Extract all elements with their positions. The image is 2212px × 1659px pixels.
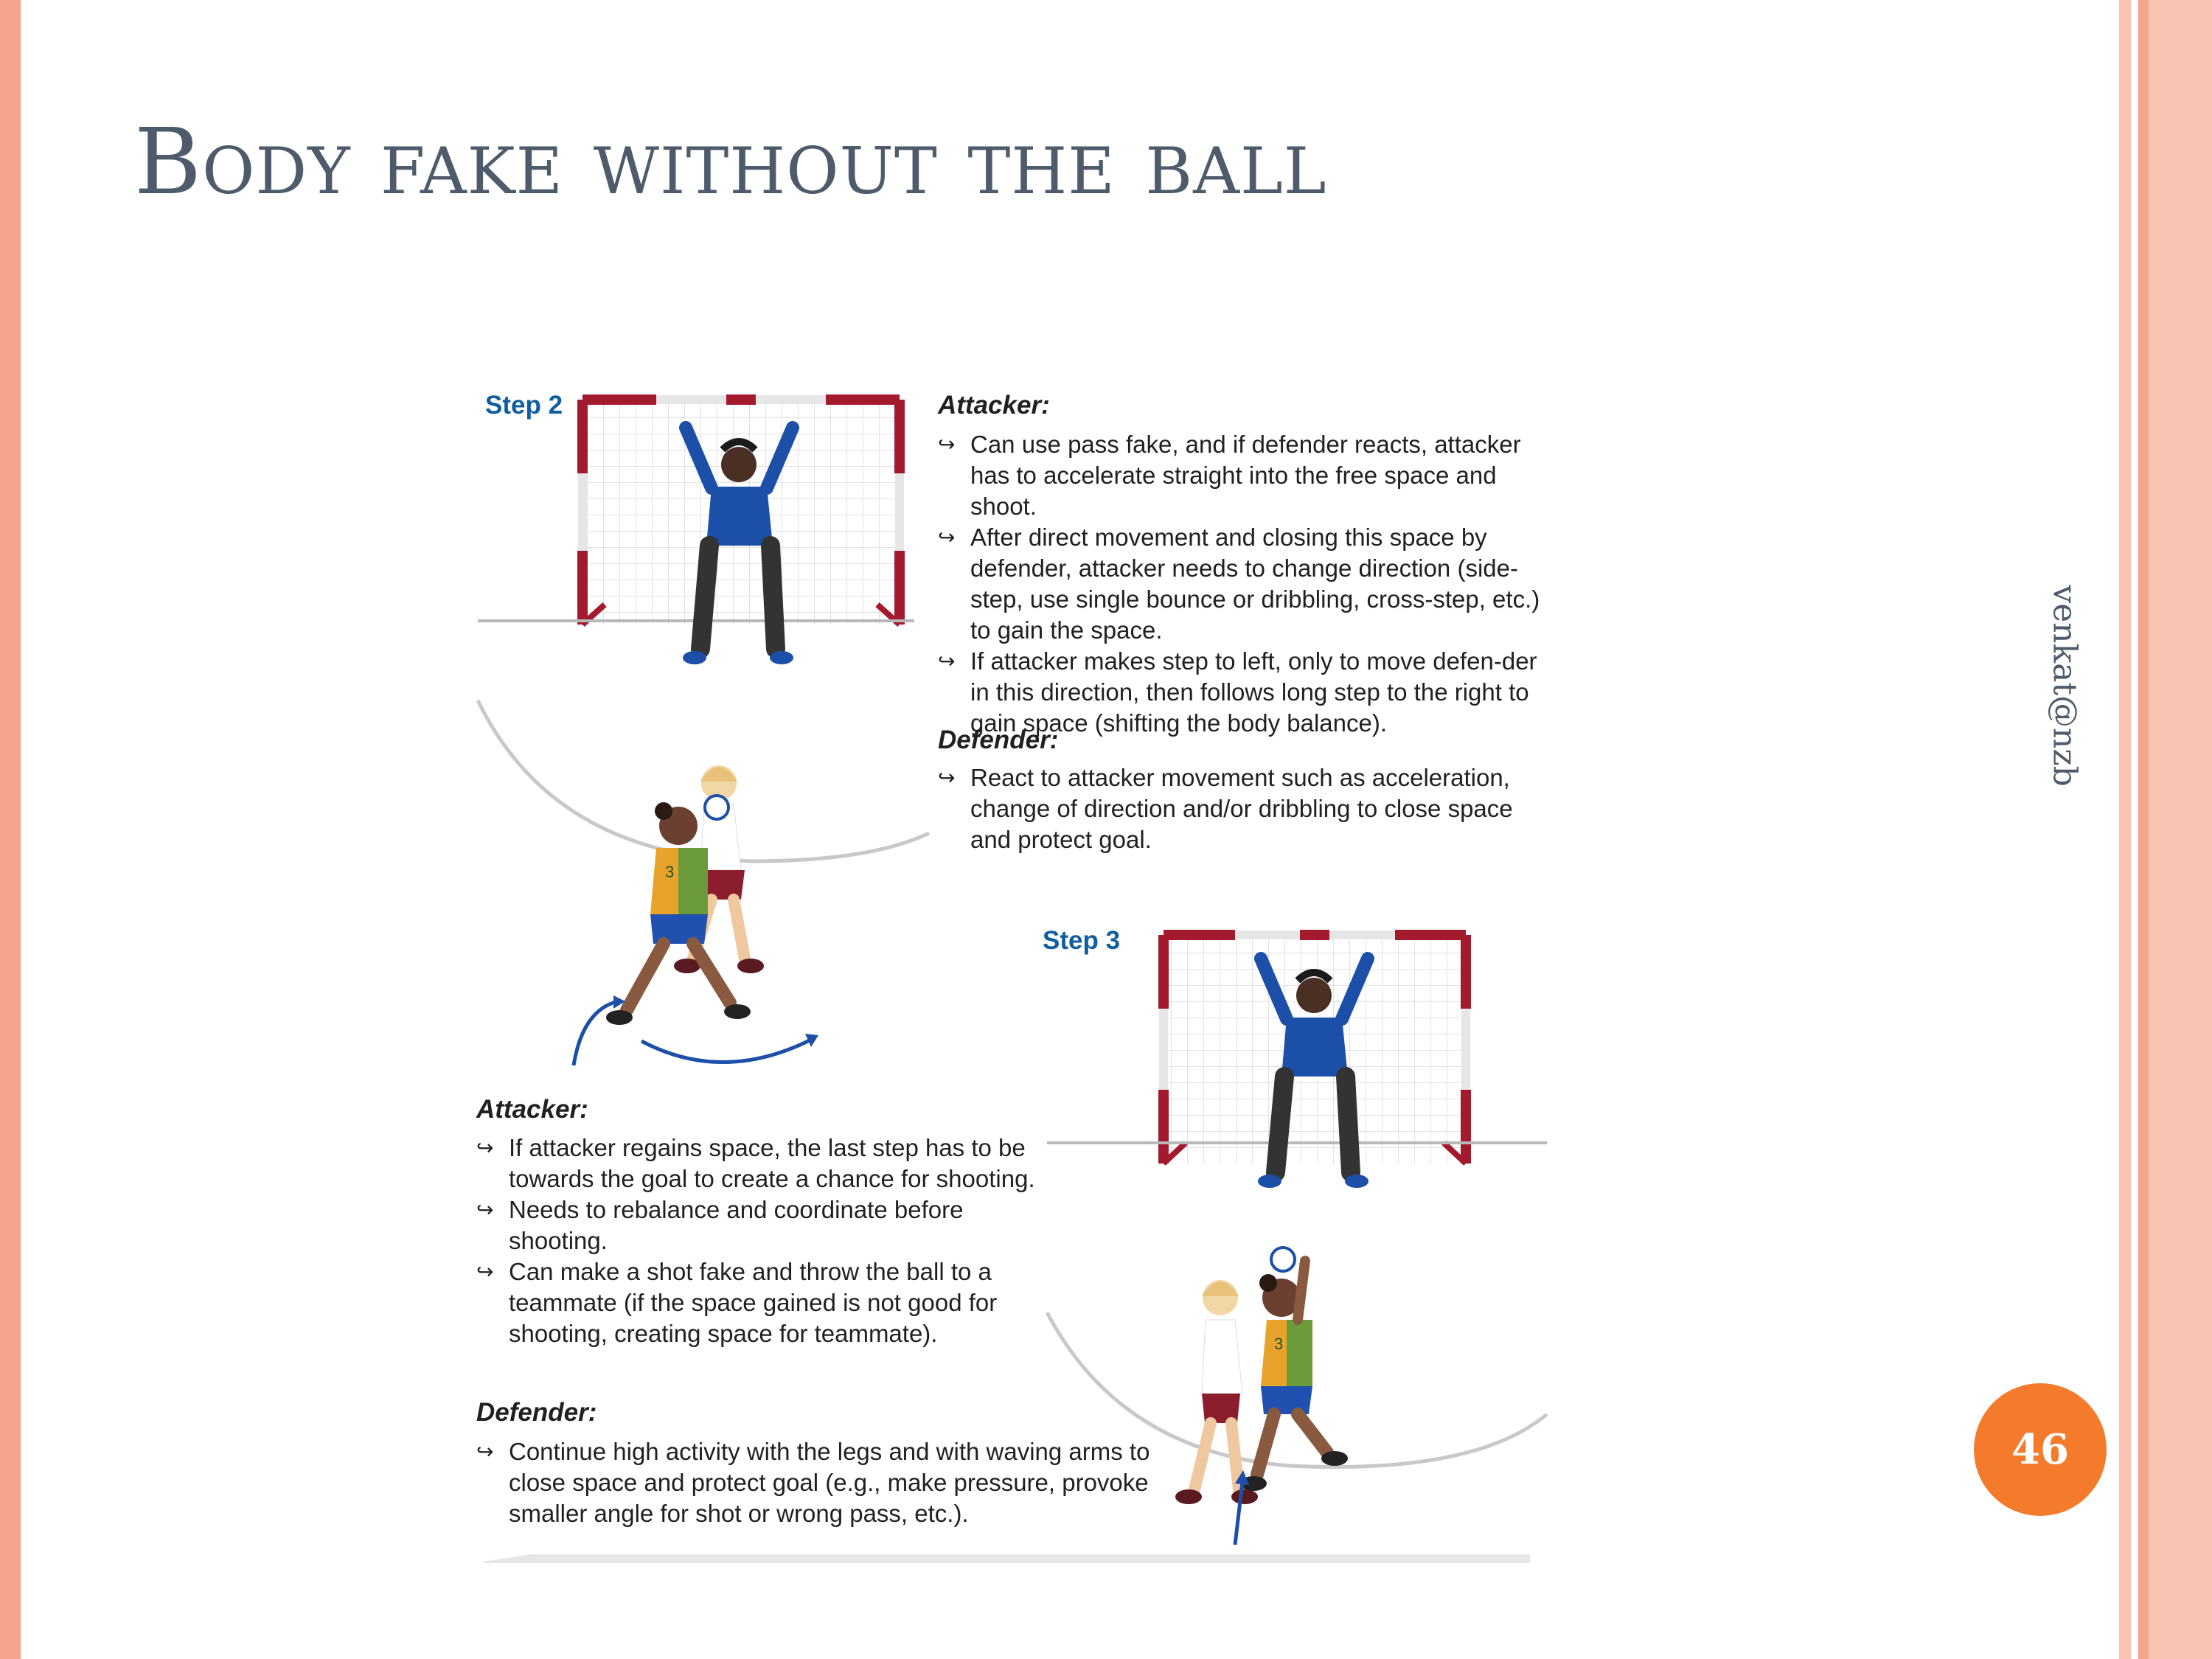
curved-arrow-icon: ↪ — [476, 1440, 494, 1463]
step3-attacker-heading: Attacker: — [476, 1095, 588, 1124]
goalkeeper-step3 — [1254, 952, 1374, 1188]
curved-arrow-icon: ↪ — [938, 526, 956, 549]
curved-arrow-icon: ↪ — [476, 1260, 494, 1283]
step2-label: Step 2 — [485, 391, 563, 420]
step3-label: Step 3 — [1043, 926, 1121, 955]
list-item: ↪Continue high activity with the legs an… — [476, 1438, 1150, 1527]
frame-stripe-right-gap — [2131, 0, 2138, 1659]
frame-stripe-right — [2119, 0, 2131, 1659]
frame-stripe-right — [2138, 0, 2149, 1659]
list-item: ↪Can make a shot fake and throw the ball… — [476, 1258, 998, 1347]
list-item: ↪Can use pass fake, and if defender reac… — [938, 431, 1521, 520]
step2-attacker-list: ↪Can use pass fake, and if defender reac… — [938, 429, 1543, 739]
step2-attacker-heading: Attacker: — [938, 391, 1050, 420]
slide-title: Body fake without the ball — [134, 109, 1327, 215]
court-line-step3 — [1045, 1311, 1548, 1469]
frame-stripe-right-wide — [2149, 0, 2212, 1659]
curved-arrow-icon: ↪ — [476, 1136, 494, 1159]
step3-defender-heading: Defender: — [476, 1398, 597, 1427]
players-step2: 3 — [571, 765, 818, 1066]
list-item: ↪React to attacker movement such as acce… — [938, 764, 1513, 853]
curved-arrow-icon: ↪ — [938, 650, 956, 672]
svg-text:3: 3 — [665, 863, 674, 881]
list-item: ↪If attacker makes step to left, only to… — [938, 647, 1537, 737]
step2-defender-list: ↪React to attacker movement such as acce… — [938, 762, 1528, 855]
step2-defender-heading: Defender: — [938, 726, 1059, 754]
curved-arrow-icon: ↪ — [476, 1198, 494, 1221]
list-item: ↪If attacker regains space, the last ste… — [476, 1134, 1035, 1192]
goal-step2 — [478, 394, 914, 627]
players-step3: 3 — [1175, 1246, 1348, 1545]
list-item: ↪After direct movement and closing this … — [938, 524, 1540, 644]
goalkeeper-step2 — [679, 421, 799, 664]
page-number-badge: 46 — [1974, 1383, 2107, 1516]
figure-illustrations: 3 — [476, 394, 1548, 1563]
curved-arrow-icon: ↪ — [938, 766, 956, 789]
side-label-text: venkat@nzb — [2045, 585, 2084, 787]
side-label: venkat@nzb — [2042, 582, 2087, 789]
svg-text:3: 3 — [1274, 1335, 1283, 1353]
list-item: ↪Needs to rebalance and coordinate befor… — [476, 1196, 964, 1254]
page-edge — [483, 1554, 1530, 1563]
handball-figure: 3 — [457, 369, 1563, 1571]
step3-defender-list: ↪Continue high activity with the legs an… — [476, 1436, 1162, 1529]
frame-stripe-left — [0, 0, 21, 1659]
step3-attacker-list: ↪If attacker regains space, the last ste… — [476, 1133, 1037, 1349]
curved-arrow-icon: ↪ — [938, 433, 956, 456]
